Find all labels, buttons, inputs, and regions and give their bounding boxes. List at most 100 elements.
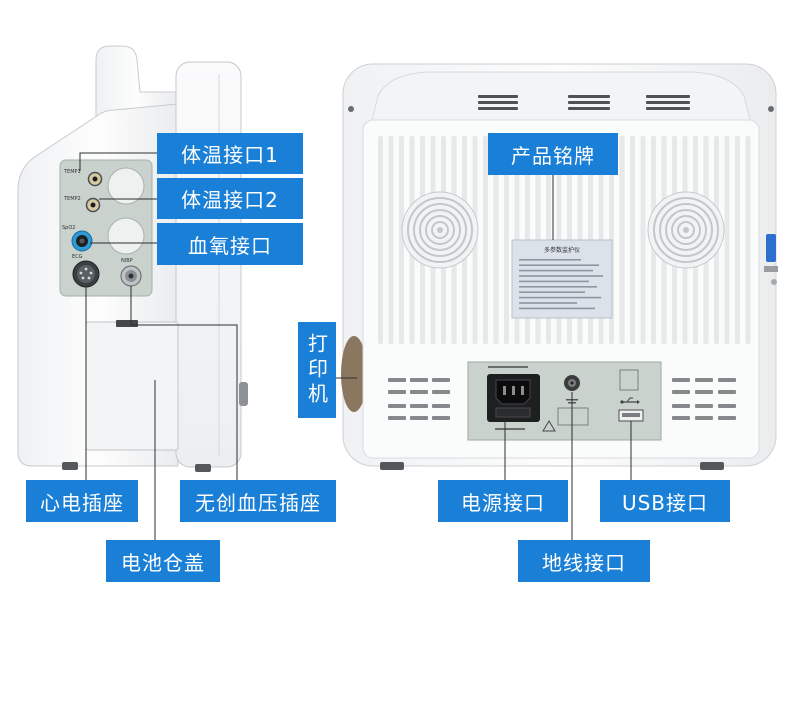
callout-nameplate: 产品铭牌 [488, 133, 618, 175]
grille-slot [410, 390, 428, 394]
fuse-rating-print [495, 428, 525, 430]
callout-nibp-socket: 无创血压插座 [180, 480, 336, 522]
grille-slot [432, 416, 450, 420]
vent-slat [630, 136, 635, 344]
grille-slot [695, 416, 713, 420]
grille-slot [388, 378, 406, 382]
grille-slot [432, 390, 450, 394]
battery-cover [85, 321, 179, 451]
battery-cover-latch [116, 320, 138, 327]
nameplate-text-line [519, 302, 577, 304]
nameplate-text-line [519, 259, 581, 261]
nameplate-title: 多参数监护仪 [544, 246, 580, 254]
callout-temp2-port: 体温接口2 [157, 178, 303, 219]
speaker-ring [653, 197, 719, 263]
grille-slot [695, 404, 713, 408]
nameplate-text-line [519, 275, 603, 277]
vent-slat [619, 136, 625, 344]
callout-battery-cover: 电池仓盖 [106, 540, 220, 582]
temp1-panel-label: TEMP1 [63, 169, 81, 175]
grille-slot [388, 404, 406, 408]
callout-printer: 打印机 [298, 322, 336, 418]
speaker-center [683, 227, 689, 233]
probe-socket-circle [107, 217, 145, 255]
vent-slat [724, 136, 730, 344]
handle-vent-slots [478, 95, 690, 110]
rear-connector-panel [467, 361, 662, 441]
ground-post [564, 375, 580, 391]
fuse-drawer [495, 407, 531, 418]
nameplate-text-line [519, 269, 593, 272]
grille-slot [672, 404, 690, 408]
vent-slat [745, 136, 751, 344]
spo2-connector [71, 230, 93, 252]
product-nameplate: 多参数监护仪 [511, 239, 613, 319]
side-foot [62, 462, 78, 470]
side-latch [764, 266, 778, 272]
grille-slot [718, 404, 736, 408]
handle-slot [568, 95, 610, 98]
temp2-panel-label: TEMP2 [63, 196, 81, 202]
nameplate-text-line [519, 307, 595, 310]
nameplate-fine-print [519, 259, 603, 310]
grille-slot [388, 390, 406, 394]
speaker-ring [665, 209, 707, 251]
screw [348, 106, 354, 112]
handle-slot [646, 101, 690, 104]
callout-temp1-port: 体温接口1 [157, 133, 303, 174]
speaker-ring [677, 221, 695, 239]
grille-slot [432, 378, 450, 382]
grille-slot [410, 416, 428, 420]
side-blue-button [766, 234, 776, 262]
warning-icon [542, 420, 556, 432]
leader-line-nibp [130, 286, 238, 480]
grille-slot [695, 390, 713, 394]
temp1-jack [87, 171, 103, 187]
vent-slat [378, 136, 383, 344]
nibp-connector [120, 265, 142, 287]
rear-view-monitor: 多参数监护仪 [341, 63, 778, 470]
vent-slat [735, 136, 740, 344]
spo2-panel-label: SpO2 [62, 225, 75, 231]
usb-icon [620, 397, 640, 404]
printer-roll [341, 336, 367, 412]
speaker-grilles [401, 191, 725, 269]
grille-slot [718, 390, 736, 394]
callout-spo2-port: 血氧接口 [157, 223, 303, 265]
side-screw [771, 279, 777, 285]
power-rating-print [488, 366, 528, 368]
nameplate-text-line [519, 291, 585, 293]
grille-slot [695, 378, 713, 382]
grille-slot [672, 416, 690, 420]
vent-slat [493, 136, 499, 344]
handle-slot [478, 101, 518, 104]
nameplate-text-line [519, 280, 589, 283]
power-socket [487, 374, 540, 422]
screw [768, 106, 774, 112]
callout-usb-port: USB接口 [600, 480, 730, 522]
speaker-ring [431, 221, 449, 239]
callout-ecg-socket: 心电插座 [26, 480, 138, 522]
grille-slot [718, 378, 736, 382]
callout-power-port: 电源接口 [438, 480, 568, 522]
temp2-jack [85, 197, 101, 213]
vent-slat [483, 136, 488, 344]
nameplate-plate [511, 239, 613, 319]
nameplate-text-line [519, 264, 599, 266]
grille-slot [432, 404, 450, 408]
speaker-ring [671, 215, 701, 245]
grille-slot [718, 416, 736, 420]
grille-slot [410, 378, 428, 382]
rear-foot [380, 462, 404, 470]
grille-slot [410, 404, 428, 408]
ecg-panel-label: ECG [72, 254, 83, 260]
leader-lines [79, 152, 632, 540]
lower-vent-grilles [388, 378, 736, 420]
callout-ground-port: 地线接口 [518, 540, 650, 582]
handle-slot [478, 107, 518, 110]
speaker-ring [659, 203, 713, 257]
net-port-frame [619, 369, 639, 391]
probe-socket-circle [107, 167, 145, 205]
